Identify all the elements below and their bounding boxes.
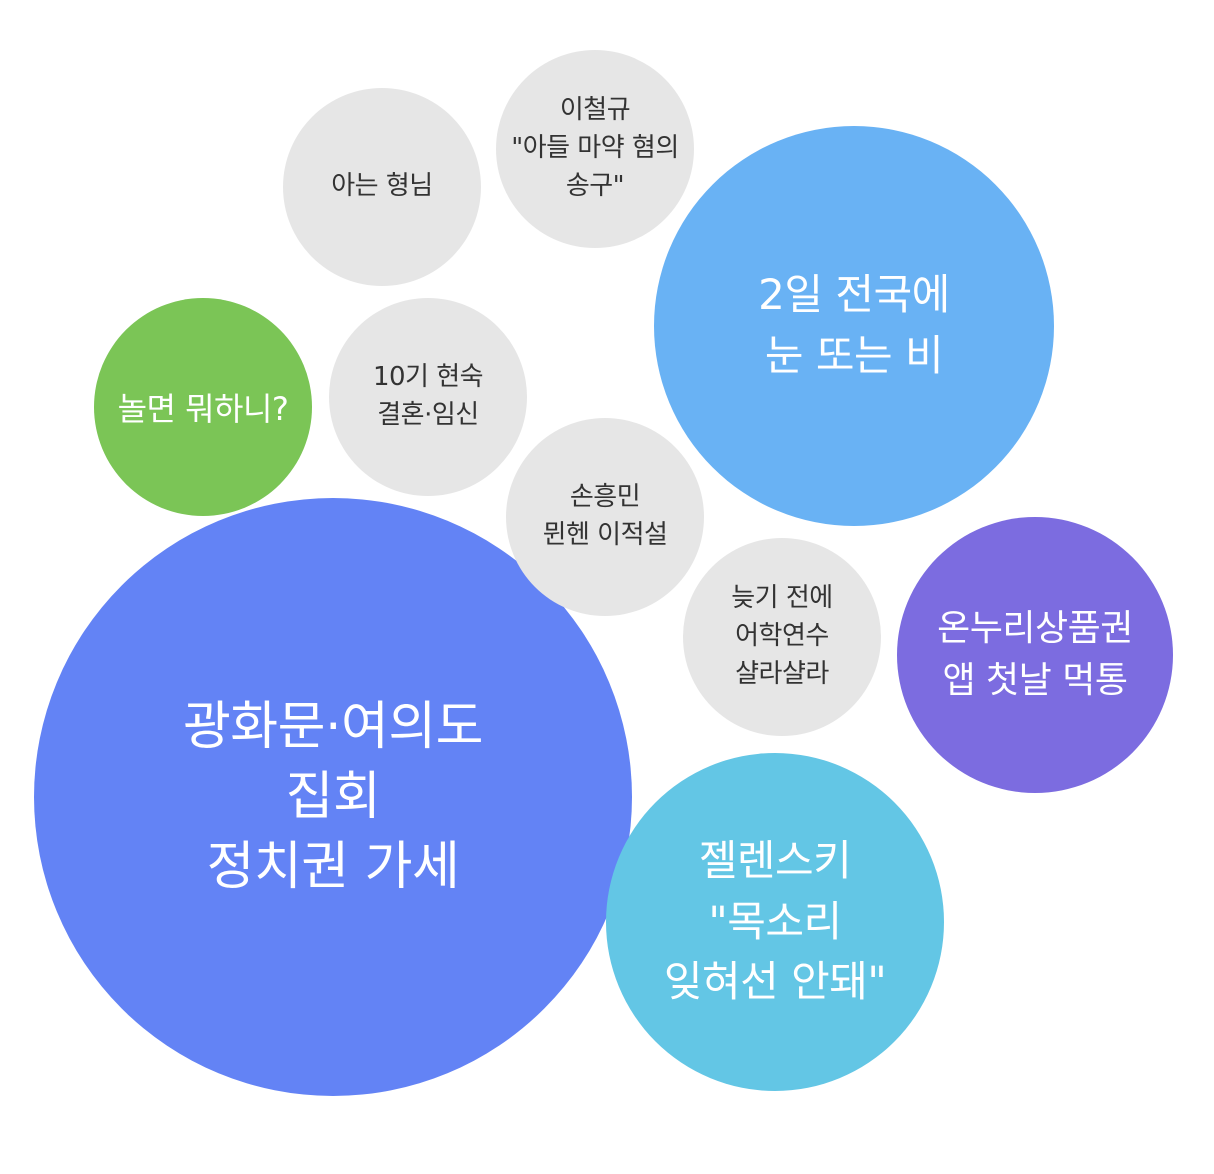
bubble-label: 10기 현숙 결혼·임신 [372, 362, 484, 430]
bubble-son-heungmin[interactable]: 손흥민 뮌헨 이적설 [506, 418, 704, 616]
bubble-label: 이철규 "아들 마약 혐의 송구" [511, 95, 679, 201]
bubble-label: 늦기 전에 어학연수 샬라샬라 [731, 583, 833, 689]
bubble-label: 손흥민 뮌헨 이적설 [542, 482, 668, 550]
bubble-label: 온누리상품권 앱 첫날 먹통 [937, 607, 1133, 701]
bubble-gwanghwamun-rally[interactable]: 광화문·여의도 집회 정치권 가세 [34, 498, 632, 1096]
bubble-label: 광화문·여의도 집회 정치권 가세 [182, 696, 484, 898]
bubble-label: 놀면 뭐하니? [117, 390, 289, 428]
bubble-lee-cheolgyu[interactable]: 이철규 "아들 마약 혐의 송구" [496, 50, 694, 248]
bubble-language-study[interactable]: 늦기 전에 어학연수 샬라샬라 [683, 538, 881, 736]
bubble-label: 젤렌스키 "목소리 잊혀선 안돼" [663, 835, 887, 1007]
bubble-nationwide-snow-rain[interactable]: 2일 전국에 눈 또는 비 [654, 126, 1054, 526]
bubble-aneun-hyungnim[interactable]: 아는 형님 [283, 88, 481, 286]
bubble-onnuri-voucher[interactable]: 온누리상품권 앱 첫날 먹통 [897, 517, 1173, 793]
bubble-nolmyeon-mwohani[interactable]: 놀면 뭐하니? [94, 298, 312, 516]
bubble-label: 아는 형님 [331, 171, 433, 202]
bubble-zelensky[interactable]: 젤렌스키 "목소리 잊혀선 안돼" [606, 753, 944, 1091]
bubble-label: 2일 전국에 눈 또는 비 [758, 270, 950, 380]
bubble-10gi-hyunsook[interactable]: 10기 현숙 결혼·임신 [329, 298, 527, 496]
